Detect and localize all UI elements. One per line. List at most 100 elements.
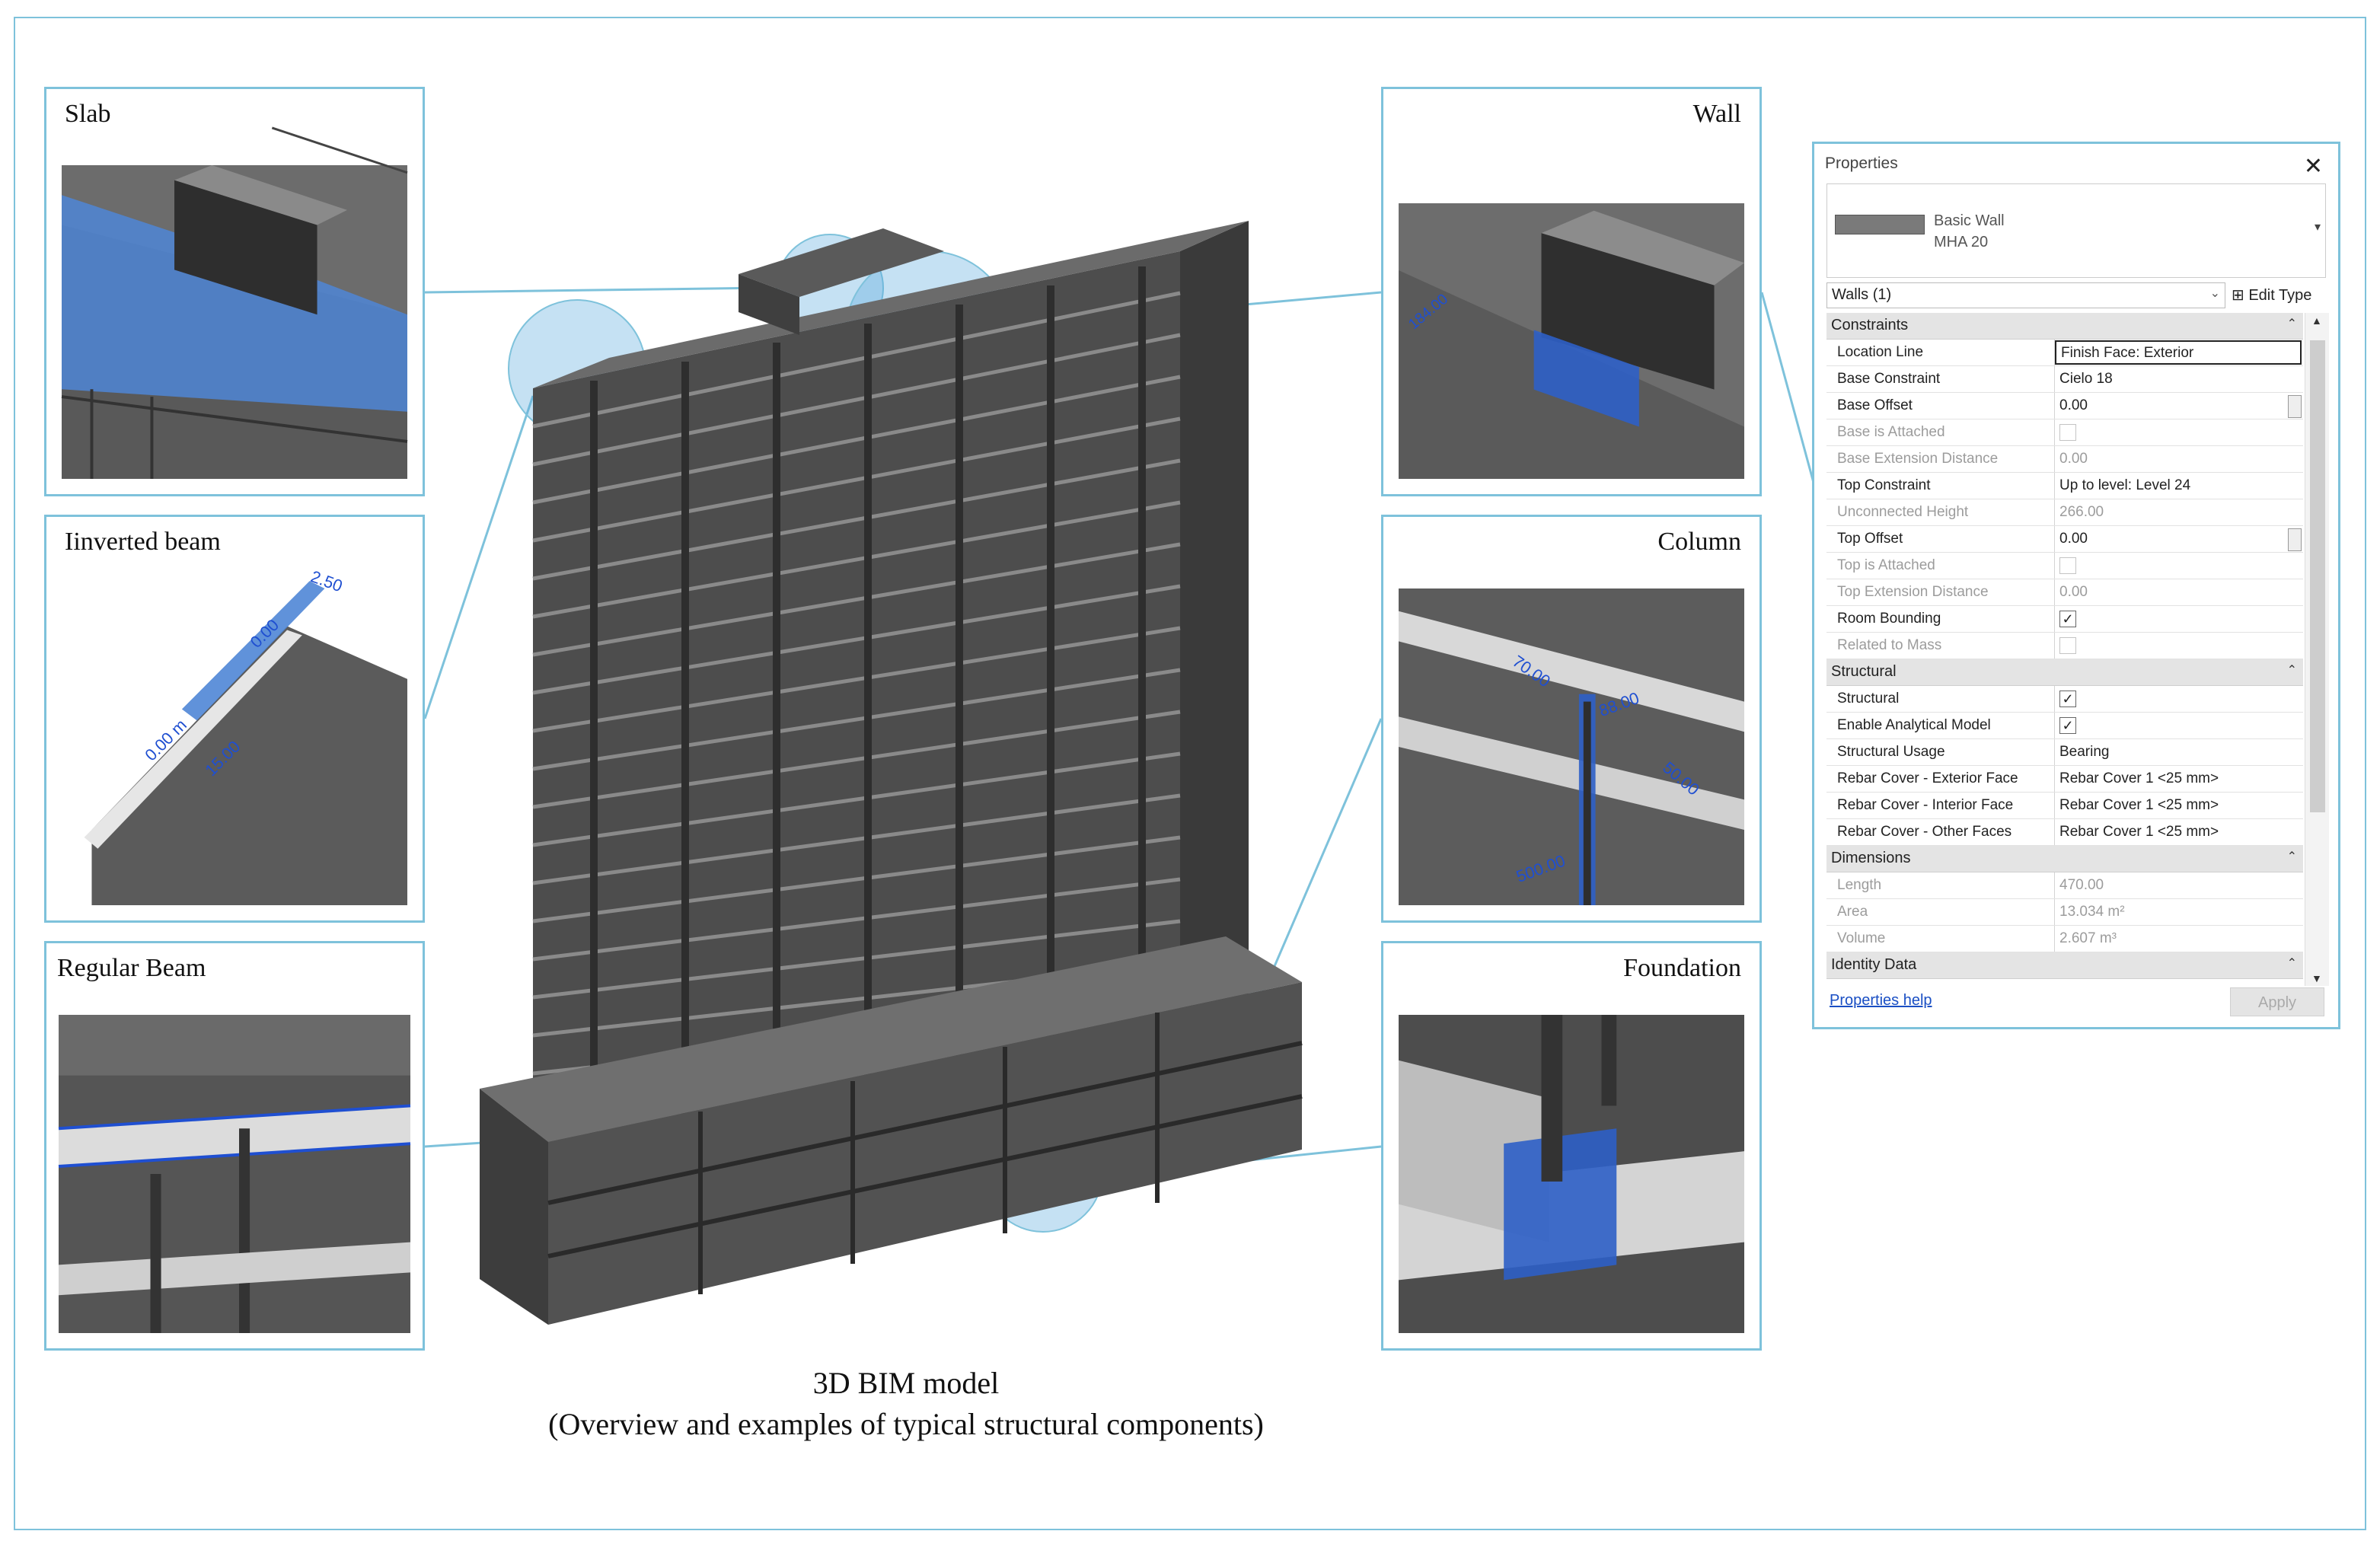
checkmark-icon[interactable]: ✓ — [2059, 691, 2076, 707]
regular-beam-panel: Regular Beam — [44, 941, 425, 1351]
property-section-constraints[interactable]: Constraints ⌃ — [1826, 313, 2303, 340]
section-label: Structural — [1831, 663, 1897, 680]
scroll-thumb[interactable] — [2310, 340, 2325, 812]
property-section-dimensions[interactable]: Dimensions ⌃ — [1826, 846, 2303, 872]
type-selector[interactable]: Basic Wall MHA 20 ▾ — [1826, 183, 2326, 278]
section-label: Dimensions — [1831, 850, 1911, 866]
property-name: Rebar Cover - Exterior Face — [1826, 766, 2055, 792]
property-value: 2.607 m³ — [2059, 930, 2117, 946]
property-section-identity-data[interactable]: Identity Data⌃ — [1826, 952, 2303, 979]
type-dropdown-icon[interactable]: ▾ — [2314, 221, 2321, 234]
property-name: Top Extension Distance — [1826, 579, 2055, 605]
property-row[interactable]: Enable Analytical Model✓ — [1826, 713, 2303, 739]
property-value: 266.00 — [2059, 504, 2104, 520]
foundation-panel: Foundation — [1381, 941, 1762, 1351]
property-value[interactable]: 0.00 — [2055, 526, 2303, 552]
property-section-structural[interactable]: Structural ⌃ — [1826, 659, 2303, 686]
apply-button[interactable]: Apply — [2230, 987, 2324, 1016]
column-title: Column — [1654, 528, 1744, 557]
property-row: Related to Mass — [1826, 633, 2303, 659]
inverted-beam-view: 2.50 0.00 0.00 m 15.00 — [62, 566, 407, 905]
empty-checkbox — [2059, 637, 2076, 654]
property-value[interactable]: Finish Face: Exterior — [2055, 340, 2302, 365]
checkmark-icon[interactable]: ✓ — [2059, 717, 2076, 734]
property-value[interactable]: 0.00 — [2055, 393, 2303, 419]
type-family: Basic Wall — [1934, 212, 2005, 229]
caption-line-2: (Overview and examples of typical struct… — [548, 1407, 1264, 1441]
collapse-icon[interactable]: ⌃ — [2286, 664, 2297, 677]
property-name: Base Offset — [1826, 393, 2055, 419]
collapse-icon[interactable]: ⌃ — [2286, 317, 2297, 330]
property-value[interactable]: Bearing — [2059, 744, 2110, 760]
property-name: Top Offset — [1826, 526, 2055, 552]
property-value[interactable]: Rebar Cover 1 <25 mm> — [2059, 824, 2219, 840]
empty-checkbox — [2059, 557, 2076, 574]
property-name: Enable Analytical Model — [1826, 713, 2055, 738]
section-label: Constraints — [1831, 317, 1909, 333]
property-checkbox[interactable]: ✓ — [2055, 713, 2303, 738]
property-name: Rebar Cover - Other Faces — [1826, 819, 2055, 845]
caption-line-1: 3D BIM model — [812, 1366, 1000, 1400]
checkmark-icon[interactable]: ✓ — [2059, 611, 2076, 627]
scroll-up-icon[interactable]: ▲ — [2311, 314, 2322, 327]
edit-type-button[interactable]: ⊞ Edit Type — [2230, 282, 2331, 308]
property-checkbox[interactable]: ✓ — [2055, 606, 2303, 632]
slab-title: Slab — [62, 100, 114, 129]
property-checkbox — [2055, 553, 2303, 579]
property-value[interactable]: Cielo 18 — [2059, 371, 2113, 387]
property-name: Base Extension Distance — [1826, 446, 2055, 472]
chevron-down-icon: ⌄ — [2209, 287, 2220, 300]
property-value: 0.00 — [2059, 451, 2088, 467]
property-value[interactable]: Rebar Cover 1 <25 mm> — [2059, 770, 2219, 786]
regular-beam-view — [58, 1015, 411, 1333]
property-value: 470.00 — [2059, 877, 2104, 893]
scroll-down-icon[interactable]: ▼ — [2311, 972, 2322, 984]
property-name: Length — [1826, 872, 2055, 898]
property-scrollbar[interactable]: ▲ ▼ — [2305, 313, 2329, 986]
close-icon[interactable]: ✕ — [2303, 154, 2323, 179]
type-name: Basic Wall MHA 20 — [1934, 210, 2005, 253]
collapse-icon[interactable]: ⌃ — [2286, 850, 2297, 863]
property-value[interactable]: Up to level: Level 24 — [2059, 477, 2191, 493]
slab-panel: Slab — [44, 87, 425, 496]
figure-caption: 3D BIM model (Overview and examples of t… — [457, 1363, 1355, 1445]
property-value: 0.00 — [2059, 584, 2088, 600]
property-row: Top is Attached — [1826, 553, 2303, 579]
instance-filter-select[interactable]: Walls (1) ⌄ — [1826, 282, 2225, 308]
empty-checkbox — [2059, 424, 2076, 441]
properties-help-link[interactable]: Properties help — [1830, 992, 1932, 1009]
column-view: 70.00 88.00 50.00 500.00 — [1399, 588, 1744, 905]
property-name: Room Bounding — [1826, 606, 2055, 632]
property-row[interactable]: Structural✓ — [1826, 686, 2303, 713]
collapse-icon[interactable]: ⌃ — [2286, 957, 2297, 970]
property-checkbox — [2055, 419, 2303, 445]
wall-view: 184.00 — [1399, 203, 1744, 479]
property-row[interactable]: Room Bounding✓ — [1826, 606, 2303, 633]
property-name: Area — [1826, 899, 2055, 925]
property-value[interactable]: Rebar Cover 1 <25 mm> — [2059, 797, 2219, 813]
property-name: Structural Usage — [1826, 739, 2055, 765]
property-checkbox[interactable]: ✓ — [2055, 686, 2303, 712]
property-name: Location Line — [1826, 340, 2055, 365]
regular-beam-title: Regular Beam — [54, 954, 209, 983]
property-checkbox — [2055, 633, 2303, 659]
property-name: Base is Attached — [1826, 419, 2055, 445]
foundation-title: Foundation — [1620, 954, 1744, 983]
figure-frame — [14, 17, 2366, 1530]
edit-type-label: Edit Type — [2248, 287, 2312, 304]
property-name: Volume — [1826, 926, 2055, 952]
bim-model-3d — [457, 137, 1370, 1355]
